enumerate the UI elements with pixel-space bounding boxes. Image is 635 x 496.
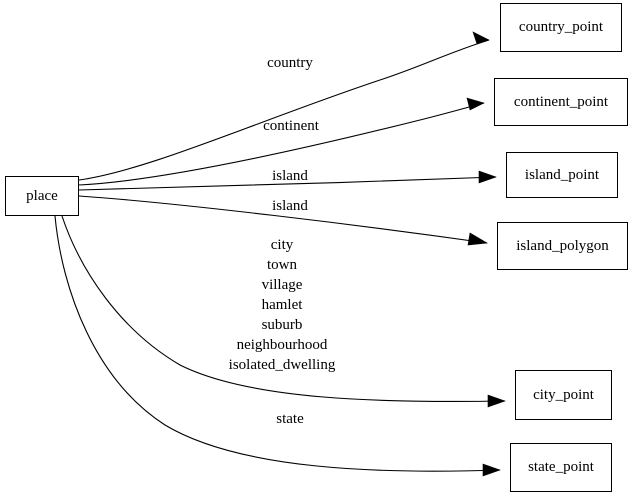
edge-place-to-continent_point xyxy=(78,97,485,186)
edge-label-continent_point: continent xyxy=(263,118,319,134)
edge-place-to-city_point xyxy=(61,215,506,408)
node-label: island_point xyxy=(524,166,600,183)
node-label: state_point xyxy=(528,459,594,475)
node-label: place xyxy=(26,187,58,204)
edge-line xyxy=(78,39,490,181)
arrowhead-icon xyxy=(467,232,488,246)
node-place[interactable]: place xyxy=(5,176,79,216)
arrowhead-icon xyxy=(478,170,497,184)
node-label: country_point xyxy=(518,19,604,35)
edge-place-to-state_point xyxy=(54,215,501,477)
arrowhead-icon xyxy=(487,394,506,408)
edge-line xyxy=(54,215,501,472)
node-island_polygon[interactable]: island_polygon xyxy=(497,222,628,270)
edge-label-island_point: island xyxy=(272,168,308,184)
arrowhead-icon xyxy=(482,463,501,477)
edge-place-to-country_point xyxy=(78,31,490,181)
arrowhead-icon xyxy=(472,31,490,45)
node-island_point[interactable]: island_point xyxy=(506,152,618,198)
node-country_point[interactable]: country_point xyxy=(500,3,622,52)
node-label: continent_point xyxy=(513,93,609,110)
edge-place-to-island_polygon xyxy=(78,195,488,246)
edge-label-island_polygon: island xyxy=(272,198,308,214)
edge-label-city_point: city town village hamlet suburb neighbou… xyxy=(228,237,336,373)
edge-place-to-island_point xyxy=(78,170,497,191)
edge-label-state_point: state xyxy=(276,411,304,427)
arrowhead-icon xyxy=(466,97,485,111)
edge-label-country_point: country xyxy=(267,55,313,71)
edge-line xyxy=(78,176,497,191)
node-continent_point[interactable]: continent_point xyxy=(494,78,628,126)
node-city_point[interactable]: city_point xyxy=(515,370,612,420)
node-label: city_point xyxy=(533,386,594,403)
edge-line xyxy=(78,102,485,186)
edge-line xyxy=(78,195,488,244)
edge-line xyxy=(61,215,506,403)
node-label: island_polygon xyxy=(516,237,609,254)
node-state_point[interactable]: state_point xyxy=(510,443,612,492)
